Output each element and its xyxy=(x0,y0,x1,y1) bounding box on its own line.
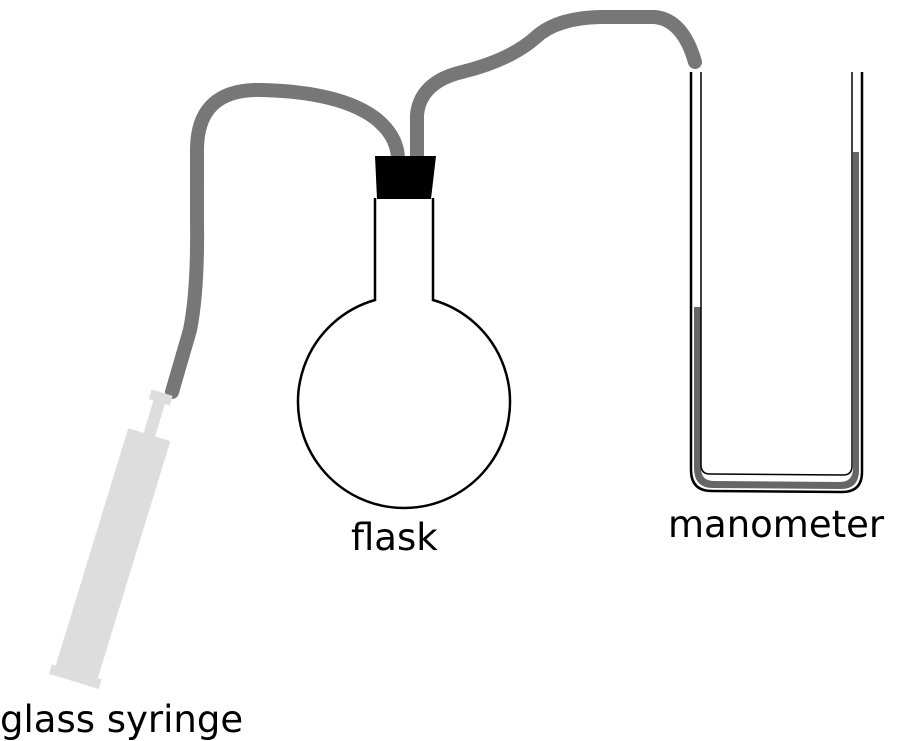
syringe-plunger-flange xyxy=(48,664,102,690)
syringe-to-flask-tubing xyxy=(165,82,405,399)
flask-stopper xyxy=(375,156,436,199)
flask-label: flask xyxy=(351,516,438,559)
syringe-barrel xyxy=(55,428,171,681)
manometer-u-tube xyxy=(689,72,864,494)
manometer-glass-inner xyxy=(700,72,853,476)
manometer-fluid xyxy=(694,152,859,489)
flask-to-manometer-tubing xyxy=(410,10,702,167)
manometer-label: manometer xyxy=(668,503,885,546)
round-bottom-flask xyxy=(296,156,512,510)
glass-syringe xyxy=(48,389,173,690)
manometer-glass-outer xyxy=(689,72,864,494)
syringe-nozzle xyxy=(142,398,166,441)
syringe-nozzle-flange xyxy=(148,389,173,406)
glass-syringe-label: glass syringe xyxy=(0,698,244,741)
flask-outline xyxy=(296,198,512,510)
